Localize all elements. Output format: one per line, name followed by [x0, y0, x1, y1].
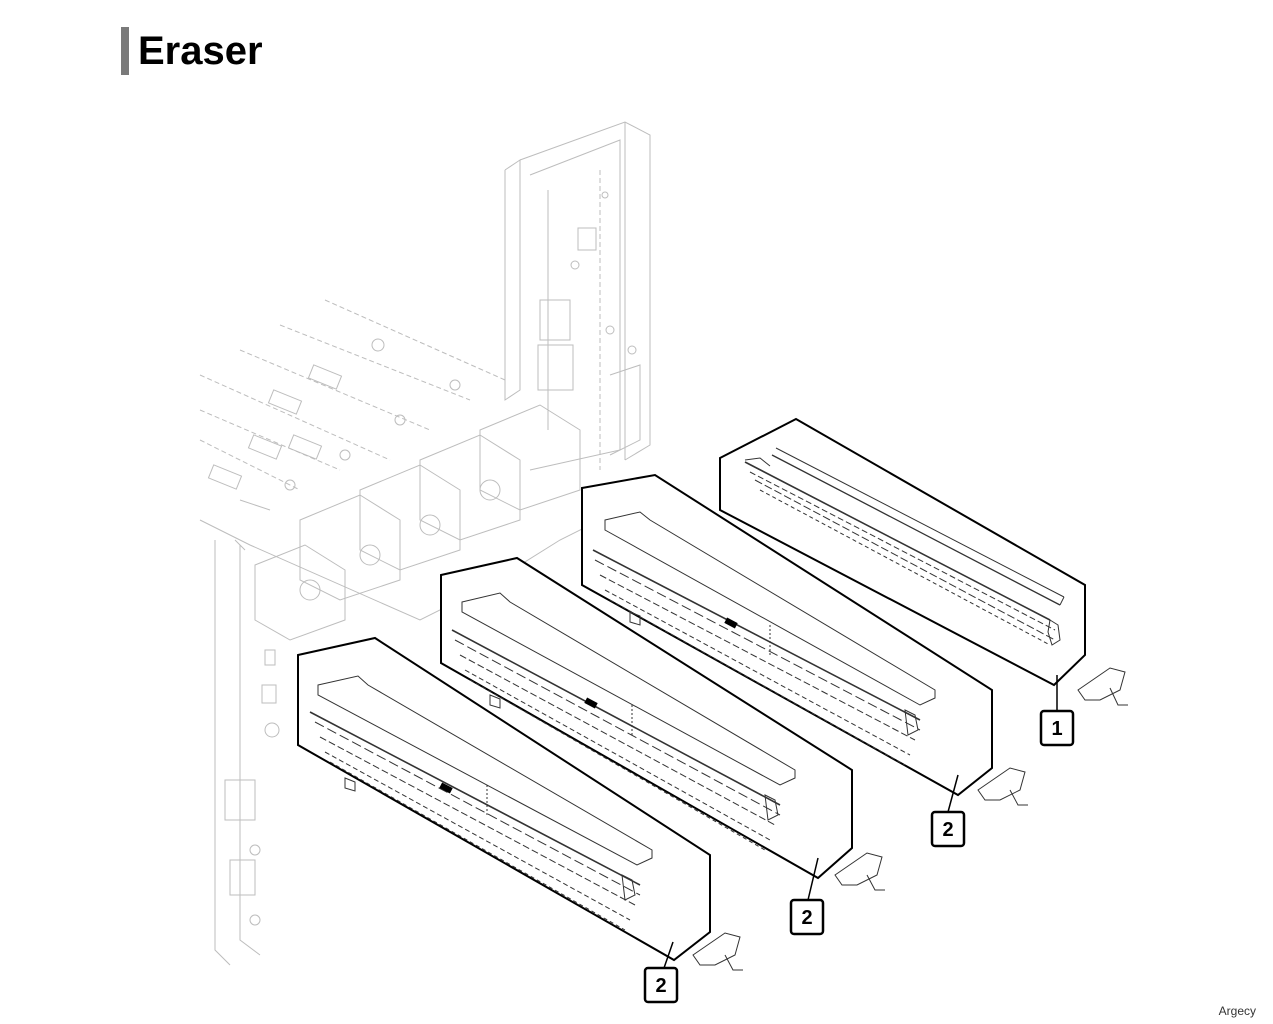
- callout-1-label: 1: [1051, 718, 1062, 740]
- part-eraser-2a: [581, 473, 993, 797]
- callout-2a: 2: [930, 810, 966, 848]
- page-title-container: Eraser: [121, 26, 263, 76]
- part-eraser-2c: [297, 636, 711, 962]
- page-title: Eraser: [138, 29, 263, 73]
- bracket-clips: [692, 667, 1128, 971]
- callout-2b-label: 2: [801, 907, 812, 929]
- callout-2b: 2: [789, 898, 825, 936]
- part-eraser-1: [719, 417, 1086, 687]
- callout-2c: 2: [643, 966, 679, 1004]
- title-accent-bar: [121, 27, 129, 75]
- callout-2c-label: 2: [655, 975, 666, 997]
- watermark: Argecy: [1218, 1004, 1256, 1018]
- printer-frame-drawing: [199, 121, 651, 966]
- part-eraser-2b: [440, 556, 853, 880]
- callout-1: 1: [1039, 709, 1075, 747]
- callout-2a-label: 2: [942, 819, 953, 841]
- callout-leaders: [663, 675, 1058, 969]
